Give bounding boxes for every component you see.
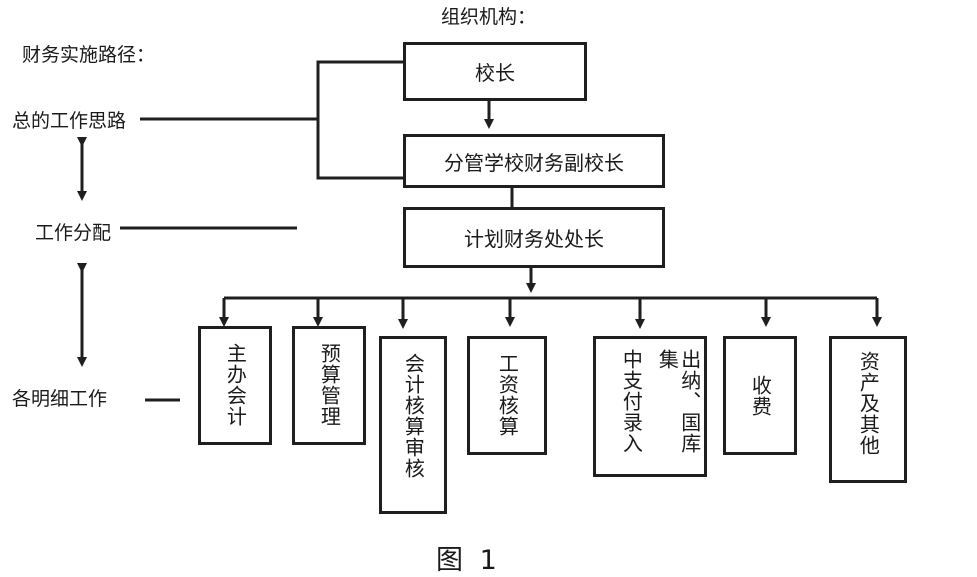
figure-caption: 图 1 <box>436 545 501 576</box>
sub-box-accounting-audit: 会计核算审核 <box>379 336 447 514</box>
sub-box-cashier: 中支付录入 出纳、国库集 <box>593 336 707 477</box>
accounting-audit-label: 会计核算审核 <box>401 353 426 479</box>
principal-box: 校长 <box>403 42 587 101</box>
principal-label: 校长 <box>475 61 515 85</box>
sub-box-assets: 资产及其他 <box>829 336 907 483</box>
sub-box-chief-accountant: 主办会计 <box>198 326 272 445</box>
budget-label: 预算管理 <box>317 343 342 427</box>
sub-box-budget: 预算管理 <box>292 326 366 445</box>
fees-label: 收费 <box>748 375 773 417</box>
overall-label: 总的工作思路 <box>12 110 127 132</box>
org-title: 组织机构： <box>441 6 537 28</box>
cashier-label-col1: 中支付录入 <box>619 349 644 454</box>
finance-director-box: 计划财务处处长 <box>403 207 665 268</box>
vice-principal-box: 分管学校财务副校长 <box>403 134 665 188</box>
sub-box-payroll: 工资核算 <box>467 336 547 455</box>
vice-principal-label: 分管学校财务副校长 <box>444 150 624 175</box>
payroll-label: 工资核算 <box>495 353 520 437</box>
bracket-line <box>316 60 403 180</box>
chief-accountant-label: 主办会计 <box>223 343 248 427</box>
allocation-label: 工作分配 <box>35 222 112 244</box>
details-label: 各明细工作 <box>12 388 108 410</box>
path-title: 财务实施路径： <box>22 44 156 66</box>
sub-box-fees: 收费 <box>723 336 797 455</box>
finance-director-label: 计划财务处处长 <box>464 227 604 251</box>
assets-label: 资产及其他 <box>856 351 881 456</box>
cashier-label-col2: 出纳、国库集 <box>655 349 702 454</box>
